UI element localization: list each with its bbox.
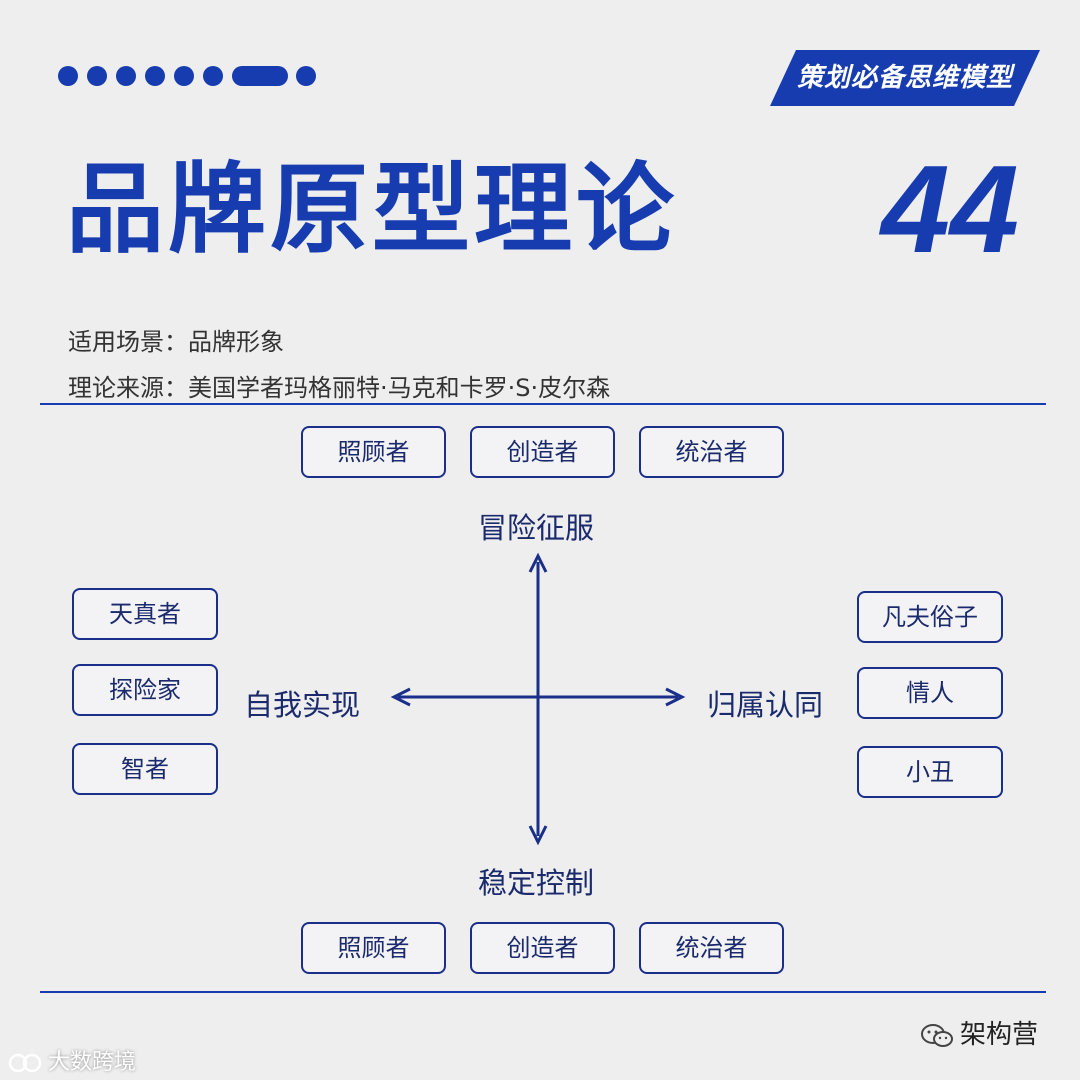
dot xyxy=(145,66,165,86)
active-dot xyxy=(232,66,288,86)
axis-label-top: 冒险征服 xyxy=(478,511,595,545)
source-line: 理论来源：美国学者玛格丽特·马克和卡罗·S·皮尔森 xyxy=(68,374,611,402)
dot xyxy=(58,66,78,86)
archetype-box-left-1: 天真者 xyxy=(72,588,218,640)
category-banner xyxy=(770,50,1040,106)
archetype-box-left-2: 探险家 xyxy=(72,664,218,716)
axis-label-bottom: 稳定控制 xyxy=(478,866,595,900)
archetype-box-right-1: 凡夫俗子 xyxy=(857,591,1003,643)
dot xyxy=(116,66,136,86)
arrow-right xyxy=(665,687,686,707)
arrow-down xyxy=(528,825,548,846)
watermark-left: 大数跨境 xyxy=(8,1044,136,1076)
archetype-box-right-3: 小丑 xyxy=(857,746,1003,798)
archetype-box-bottom-3: 统治者 xyxy=(639,922,784,974)
axis-label-left: 自我实现 xyxy=(244,688,361,722)
dot xyxy=(174,66,194,86)
scenario-line: 适用场景：品牌形象 xyxy=(68,328,284,356)
axis-label-right: 归属认同 xyxy=(707,688,824,722)
archetype-box-bottom-1: 照顾者 xyxy=(301,922,446,974)
model-number: 44 xyxy=(881,141,1019,279)
arrow-left xyxy=(390,687,411,707)
brand-logo-icon xyxy=(8,1053,42,1073)
archetype-box-left-3: 智者 xyxy=(72,743,218,795)
dot xyxy=(87,66,107,86)
divider-bottom xyxy=(40,991,1046,993)
dot xyxy=(296,66,316,86)
category-banner-text: 策划必备思维模型 xyxy=(796,63,1013,93)
archetype-box-top-1: 照顾者 xyxy=(301,426,446,478)
archetype-box-bottom-2: 创造者 xyxy=(470,922,615,974)
arrow-up xyxy=(528,552,548,573)
divider-top xyxy=(40,403,1046,405)
watermark-left-text: 大数跨境 xyxy=(48,1050,137,1075)
watermark-right-text: 架构营 xyxy=(960,1020,1039,1050)
archetype-box-top-2: 创造者 xyxy=(470,426,615,478)
dot xyxy=(203,66,223,86)
wechat-icon xyxy=(921,1023,953,1047)
archetype-box-right-2: 情人 xyxy=(857,667,1003,719)
archetype-box-top-3: 统治者 xyxy=(639,426,784,478)
watermark-right: 架构营 xyxy=(920,1014,1038,1051)
page-title: 品牌原型理论 xyxy=(66,153,679,267)
